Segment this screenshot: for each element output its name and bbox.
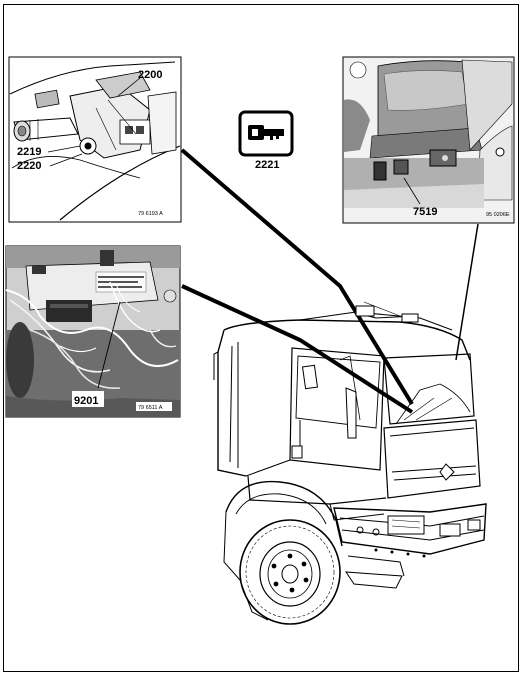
truck-illustration — [213, 301, 487, 625]
key-symbol: 2221 — [238, 110, 294, 171]
callout-2221: 2221 — [255, 159, 279, 171]
callout-2220: 2220 — [17, 160, 41, 172]
leader-lines — [180, 148, 479, 414]
callout-9201: 9201 — [74, 395, 98, 407]
callout-2200: 2200 — [138, 69, 162, 81]
key-icon — [248, 125, 284, 140]
figure-ref-ignition: 79 6193 A — [138, 211, 163, 217]
ignition-switch-panel: 2200 2219 2220 79 6193 A — [8, 56, 182, 223]
callout-7519: 7519 — [413, 206, 437, 218]
ecu-panel: 9201 79 6511 A — [5, 245, 181, 418]
figure-ref-ecu: 79 6511 A — [138, 405, 163, 411]
figure-ref-cab: 95 0206E — [486, 212, 510, 218]
cab-floor-panel: 7519 95 0206E — [342, 56, 515, 224]
diagram-frame — [3, 4, 519, 672]
callout-2219: 2219 — [17, 146, 41, 158]
